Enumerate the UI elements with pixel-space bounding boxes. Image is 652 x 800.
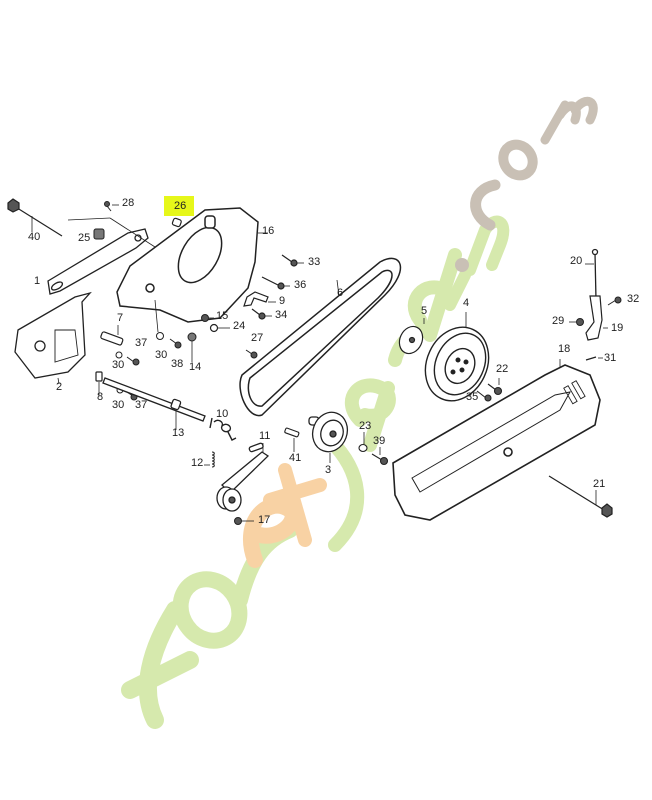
part-3-drive-pulley[interactable] [307,407,353,463]
part-label-3[interactable]: 3 [325,464,332,476]
part-24-nut[interactable] [209,323,231,333]
part-37-bolt[interactable] [126,356,140,366]
part-label-37[interactable]: 37 [135,399,148,411]
part-7-slider[interactable] [100,325,124,346]
part-26-highlight [164,196,194,216]
part-label-41[interactable]: 41 [289,452,302,464]
part-label-37[interactable]: 37 [135,337,148,349]
part-label-30[interactable]: 30 [112,399,125,411]
part-39-bolt[interactable] [371,447,389,466]
part-30-washer[interactable] [154,299,164,340]
part-30-washer-2[interactable] [115,351,123,359]
part-11-tensioner-arm[interactable] [216,442,270,512]
part-20-rod[interactable] [585,248,599,301]
part-label-15[interactable]: 15 [216,310,229,322]
part-label-14[interactable]: 14 [189,361,202,373]
part-38-bolt[interactable] [169,338,182,349]
part-27-bolt[interactable] [245,349,258,359]
part-34-bolt[interactable] [251,308,272,320]
part-label-35[interactable]: 35 [466,391,479,403]
part-label-13[interactable]: 13 [172,427,185,439]
part-15-nut[interactable] [201,314,215,322]
part-12-spring[interactable] [204,451,215,468]
part-label-38[interactable]: 38 [171,358,184,370]
part-36-bolt[interactable] [261,276,290,290]
part-40-bolt[interactable] [7,198,63,237]
part-label-23[interactable]: 23 [359,420,372,432]
part-label-2[interactable]: 2 [56,381,63,393]
part-label-27[interactable]: 27 [251,332,264,344]
part-label-39[interactable]: 39 [373,435,386,447]
part-label-33[interactable]: 33 [308,256,321,268]
part-label-12[interactable]: 12 [191,457,204,469]
part-label-19[interactable]: 19 [611,322,624,334]
part-6-belt[interactable] [239,257,402,417]
part-label-40[interactable]: 40 [28,231,41,243]
part-19-bracket[interactable] [585,295,608,341]
part-label-30[interactable]: 30 [155,349,168,361]
part-label-26[interactable]: 26 [174,200,187,212]
part-14-nut[interactable] [187,332,197,362]
part-25-clip[interactable] [93,228,105,240]
part-29-nut[interactable] [569,318,584,326]
part-label-21[interactable]: 21 [593,478,606,490]
part-label-4[interactable]: 4 [463,297,470,309]
part-18-belt-cover[interactable] [392,359,601,521]
part-5-flange[interactable] [395,318,427,357]
part-label-6[interactable]: 6 [337,287,344,299]
part-label-8[interactable]: 8 [97,391,104,403]
part-label-7[interactable]: 7 [117,312,124,324]
part-8-block[interactable] [95,371,103,395]
part-2-cover[interactable] [14,291,92,385]
part-label-30[interactable]: 30 [112,359,125,371]
part-21-bolt[interactable] [548,475,613,518]
part-31-screw[interactable] [585,356,603,361]
part-label-32[interactable]: 32 [627,293,640,305]
part-33-bolt[interactable] [281,254,304,267]
part-28-screw[interactable] [104,201,120,212]
part-label-1[interactable]: 1 [34,275,41,287]
part-label-34[interactable]: 34 [275,309,288,321]
part-label-22[interactable]: 22 [496,363,509,375]
part-label-16[interactable]: 16 [262,225,275,237]
part-label-17[interactable]: 17 [258,514,271,526]
part-label-9[interactable]: 9 [279,295,286,307]
part-26-collar[interactable] [171,217,182,228]
part-label-18[interactable]: 18 [558,343,571,355]
part-13-shaft[interactable] [102,377,206,430]
part-label-36[interactable]: 36 [294,279,307,291]
part-10-spring[interactable] [209,417,237,441]
part-22-bolt[interactable] [487,378,503,396]
part-41-key[interactable] [284,427,300,452]
part-label-5[interactable]: 5 [421,305,428,317]
part-label-24[interactable]: 24 [233,320,246,332]
part-32-bolt[interactable] [607,296,622,306]
part-35-bolt[interactable] [476,390,492,402]
part-label-25[interactable]: 25 [78,232,91,244]
part-label-29[interactable]: 29 [552,315,565,327]
part-1-lever[interactable] [47,217,156,295]
part-23-washer[interactable] [358,432,368,453]
part-label-10[interactable]: 10 [216,408,229,420]
part-4-pulley[interactable] [414,312,500,411]
part-label-31[interactable]: 31 [604,352,617,364]
part-label-28[interactable]: 28 [122,197,135,209]
part-16-plate[interactable] [116,207,268,323]
part-label-20[interactable]: 20 [570,255,583,267]
part-17-nut[interactable] [234,517,255,525]
watermark [121,96,598,729]
part-label-11[interactable]: 11 [259,430,271,442]
part-9-bracket[interactable] [243,291,276,307]
